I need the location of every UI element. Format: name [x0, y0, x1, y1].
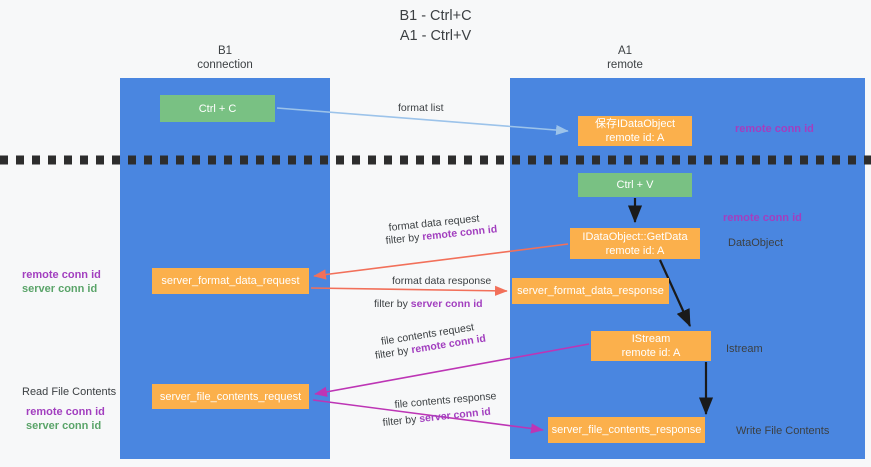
lane-header-a1: A1 remote — [510, 44, 740, 72]
box-server-file-contents-response[interactable]: server_file_contents_response — [548, 417, 705, 443]
annotation-write-file-contents-text: Write File Contents — [736, 425, 830, 437]
edge-label-format-list: format list — [398, 101, 444, 115]
annotation-left-remote-conn-id: remote conn id — [22, 269, 101, 281]
annotation-istream: Istream — [726, 342, 763, 356]
edge-label-fdresp-filter-key: server conn id — [410, 298, 483, 310]
arrow-format-data-response — [310, 285, 508, 296]
arrow-getdata-to-istream — [658, 259, 692, 328]
box-server-format-data-request[interactable]: server_format_data_request — [152, 268, 309, 294]
edge-label-fdresp-filter-prefix: filter by — [374, 298, 411, 310]
annotation-write-file-contents: Write File Contents — [736, 424, 829, 438]
lane-header-b1-name: B1 — [217, 45, 233, 57]
lane-header-a1-role: remote — [607, 59, 643, 71]
arrow-format-data-request — [313, 243, 569, 280]
box-idataobject-getdata[interactable]: IDataObject::GetData remote id: A — [570, 228, 700, 259]
edge-label-format-data-response-filter: filter by server conn id — [374, 297, 483, 311]
annotation-left-conn-ids: remote conn id server conn id — [22, 268, 101, 296]
annotation-left-server-conn-id: server conn id — [22, 283, 98, 295]
page-title: B1 - Ctrl+C A1 - Ctrl+V — [0, 6, 871, 46]
box-istream-title: IStream — [631, 333, 671, 345]
annotation-read-file-contents: Read File Contents — [22, 386, 117, 398]
lane-header-b1: B1 connection — [120, 44, 330, 72]
box-idataobject-getdata-remoteid: remote id: A — [605, 244, 665, 257]
box-idataobject-getdata-title: IDataObject::GetData — [582, 230, 688, 243]
box-save-idataobject[interactable]: 保存IDataObject remote id: A — [578, 116, 692, 146]
box-ctrl-v[interactable]: Ctrl + V — [578, 173, 692, 197]
lane-header-a1-name: A1 — [617, 45, 633, 57]
annotation-istream-text: Istream — [726, 343, 763, 355]
box-server-format-data-request-label: server_format_data_request — [161, 275, 300, 287]
annotation-remote-conn-id-top-text: remote conn id — [735, 123, 814, 135]
annotation-remote-conn-id-mid: remote conn id — [723, 211, 802, 225]
annotation-dataobject: DataObject — [728, 236, 783, 250]
box-istream-remoteid: remote id: A — [621, 347, 681, 359]
lane-header-b1-role: connection — [197, 59, 253, 71]
annotation-remote-conn-id-mid-text: remote conn id — [723, 212, 802, 224]
box-server-format-data-response-label: server_format_data_response — [517, 285, 664, 297]
box-save-idataobject-remoteid: remote id: A — [605, 132, 665, 144]
edge-label-format-data-response-text: format data response — [392, 275, 492, 287]
box-server-file-contents-request-label: server_file_contents_request — [159, 390, 302, 403]
box-ctrl-c-label: Ctrl + C — [198, 102, 237, 115]
edge-label-format-data-response: format data response — [392, 274, 491, 288]
annotation-left-remote-conn-id-2: remote conn id — [26, 406, 105, 418]
box-server-file-contents-response-label: server_file_contents_response — [551, 424, 702, 436]
title-line-1: B1 - Ctrl+C — [399, 8, 472, 24]
arrow-file-contents-response — [312, 399, 544, 434]
arrow-format-list — [276, 107, 569, 136]
annotation-left-server-conn-id-2: server conn id — [26, 420, 102, 432]
box-save-idataobject-title: 保存IDataObject — [594, 118, 676, 130]
box-server-file-contents-request[interactable]: server_file_contents_request — [152, 384, 309, 409]
arrow-file-contents-request — [314, 343, 590, 397]
box-ctrl-c[interactable]: Ctrl + C — [160, 95, 275, 122]
annotation-dataobject-text: DataObject — [728, 237, 784, 249]
annotation-remote-conn-id-top: remote conn id — [735, 122, 814, 136]
box-server-format-data-response[interactable]: server_format_data_response — [512, 278, 669, 304]
edge-label-format-list-text: format list — [398, 102, 444, 114]
title-line-2: A1 - Ctrl+V — [399, 28, 472, 44]
box-istream[interactable]: IStream remote id: A — [591, 331, 711, 361]
box-ctrl-v-label: Ctrl + V — [616, 179, 654, 191]
annotation-read-file-contents-group: Read File Contents remote conn id server… — [22, 385, 116, 433]
